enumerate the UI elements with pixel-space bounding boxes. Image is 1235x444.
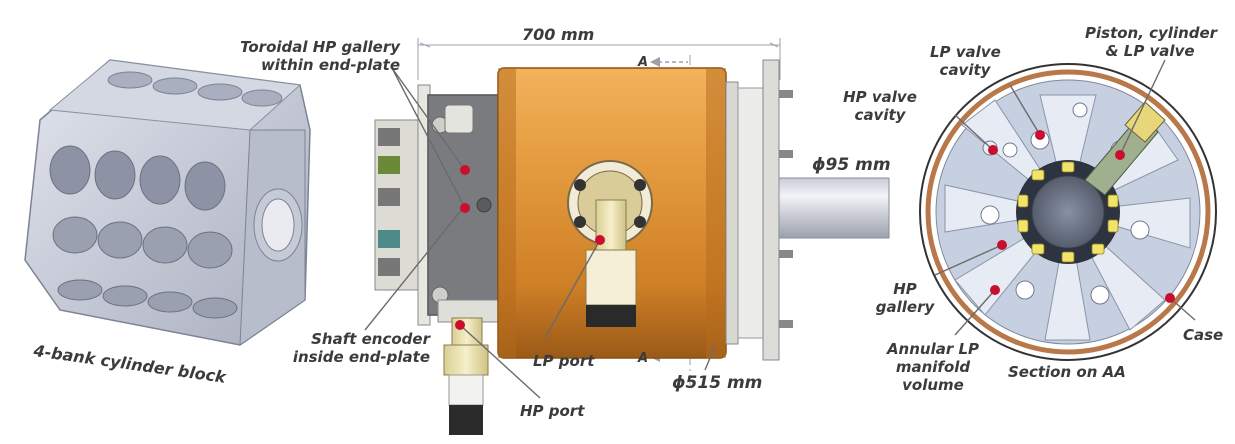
- marker-hp-gallery: [997, 240, 1007, 250]
- label-hp-gallery: HP gallery: [870, 280, 940, 316]
- marker-toroidal-gallery: [460, 165, 470, 175]
- label-annular-line2: manifold: [895, 358, 971, 376]
- label-shaft-encoder-line2: inside end-plate: [292, 348, 430, 366]
- label-toroidal-gallery-line2: within end-plate: [260, 56, 400, 74]
- label-lp-port: LP port: [533, 352, 595, 370]
- label-shaft-diameter: ϕ95 mm: [812, 155, 891, 175]
- label-annular-line1: Annular LP: [886, 340, 980, 358]
- label-section-aa: Section on AA: [1008, 363, 1126, 381]
- machine-side-view: [374, 38, 890, 435]
- marker-piston: [1115, 150, 1125, 160]
- marker-annular: [990, 285, 1000, 295]
- label-section-a-bottom: A: [638, 351, 649, 366]
- label-hp-gallery-line1: HP: [893, 280, 917, 298]
- label-toroidal-gallery-line1: Toroidal HP gallery: [240, 38, 400, 56]
- label-shaft-encoder-line1: Shaft encoder: [311, 330, 430, 348]
- label-hp-port: HP port: [520, 402, 585, 420]
- label-hp-valve-cavity-line2: cavity: [854, 106, 906, 124]
- marker-case: [1165, 293, 1175, 303]
- label-lp-valve-cavity: LP valve cavity: [930, 43, 1001, 79]
- label-lp-valve-cavity-line1: LP valve: [930, 43, 1001, 61]
- label-body-diameter: ϕ515 mm: [672, 373, 763, 393]
- section-aa-view: [919, 63, 1217, 361]
- label-length-700: 700 mm: [522, 25, 595, 44]
- label-hp-gallery-line2: gallery: [875, 298, 935, 316]
- label-hp-valve-cavity: HP valve cavity: [840, 88, 920, 124]
- label-piston: Piston, cylinder & LP valve: [1085, 24, 1218, 60]
- label-piston-line2: & LP valve: [1105, 42, 1195, 60]
- marker-lp-valve-cavity: [1035, 130, 1045, 140]
- marker-shaft-encoder: [460, 203, 470, 213]
- label-section-a-top: A: [638, 55, 649, 70]
- label-lp-valve-cavity-line2: cavity: [939, 61, 991, 79]
- label-shaft-encoder: Shaft encoder inside end-plate: [262, 330, 430, 366]
- label-annular-line3: volume: [902, 376, 964, 394]
- leader-lines: [364, 59, 1196, 399]
- label-annular-manifold: Annular LP manifold volume: [883, 340, 983, 394]
- cylinder-block-illustration: [24, 59, 311, 346]
- label-hp-valve-cavity-line1: HP valve: [843, 88, 917, 106]
- marker-hp-port: [455, 320, 465, 330]
- marker-hp-valve-cavity: [988, 145, 998, 155]
- marker-dots: [455, 130, 1175, 330]
- marker-lp-port: [595, 235, 605, 245]
- label-piston-line1: Piston, cylinder: [1085, 24, 1218, 42]
- label-case: Case: [1183, 326, 1224, 344]
- label-toroidal-gallery: Toroidal HP gallery within end-plate: [215, 38, 400, 74]
